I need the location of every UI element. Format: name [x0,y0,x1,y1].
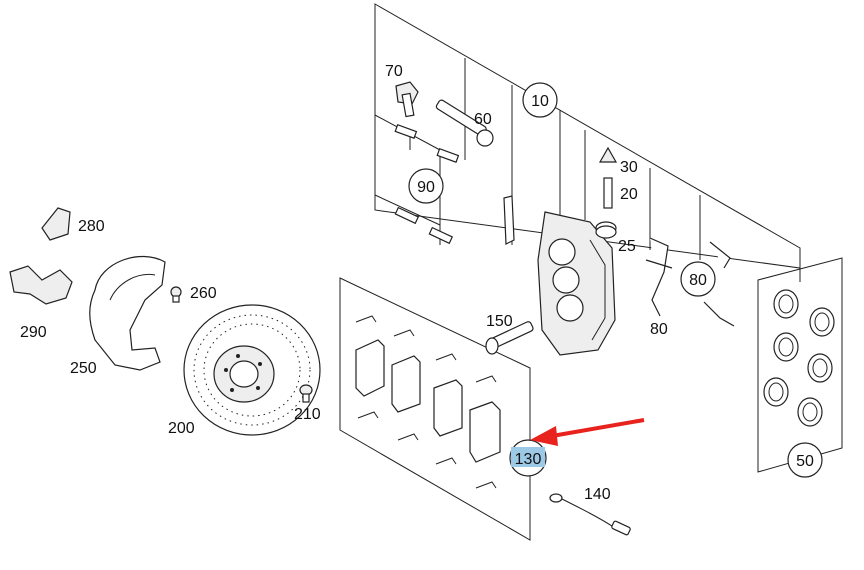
spring-clips-80[interactable] [645,237,735,327]
label-260: 260 [190,285,217,302]
callout-circle-90 [408,168,444,204]
label-290: 290 [20,324,47,341]
dust-shield[interactable] [89,255,166,371]
screws-90[interactable] [394,123,460,245]
piston-seals[interactable] [763,289,835,427]
label-140: 140 [584,486,611,503]
brake-pads-panel [339,277,531,541]
bracket-280[interactable] [41,207,71,241]
wear-sensor-140[interactable] [549,493,631,536]
label-250: 250 [70,360,97,377]
label-30: 30 [620,159,638,176]
bleeder-cap-30[interactable] [598,146,618,163]
brake-disc[interactable] [183,304,321,436]
bleeder-screw-20[interactable] [603,177,613,209]
screw-260[interactable] [170,286,182,303]
label-25: 25 [618,238,636,255]
bolt-60[interactable] [435,99,494,147]
label-200: 200 [168,420,195,437]
label-210: 210 [294,406,321,423]
bracket-290[interactable] [9,265,73,305]
label-60: 60 [474,111,492,128]
label-90: 90 [417,179,435,196]
callout-circle-10 [522,82,558,118]
seal-25[interactable] [595,221,617,239]
label-70: 70 [385,63,403,80]
callout-circle-50 [787,442,823,478]
label-80-top: 80 [689,272,707,289]
red-arrow-icon [530,418,645,446]
label-50: 50 [796,453,814,470]
brake-pads[interactable] [355,315,501,489]
caliper-clip[interactable] [503,195,515,245]
bolt-150[interactable] [485,321,534,355]
highlight-130 [511,447,545,467]
screw-210[interactable] [299,384,313,403]
label-20: 20 [620,186,638,203]
label-280: 280 [78,218,105,235]
label-80-bottom: 80 [650,321,668,338]
callout-circle-80 [680,261,716,297]
label-130: 130 [515,451,542,468]
bolt-70[interactable] [395,81,419,118]
label-150: 150 [486,313,513,330]
brake-caliper[interactable] [537,211,616,356]
label-10: 10 [531,93,549,110]
